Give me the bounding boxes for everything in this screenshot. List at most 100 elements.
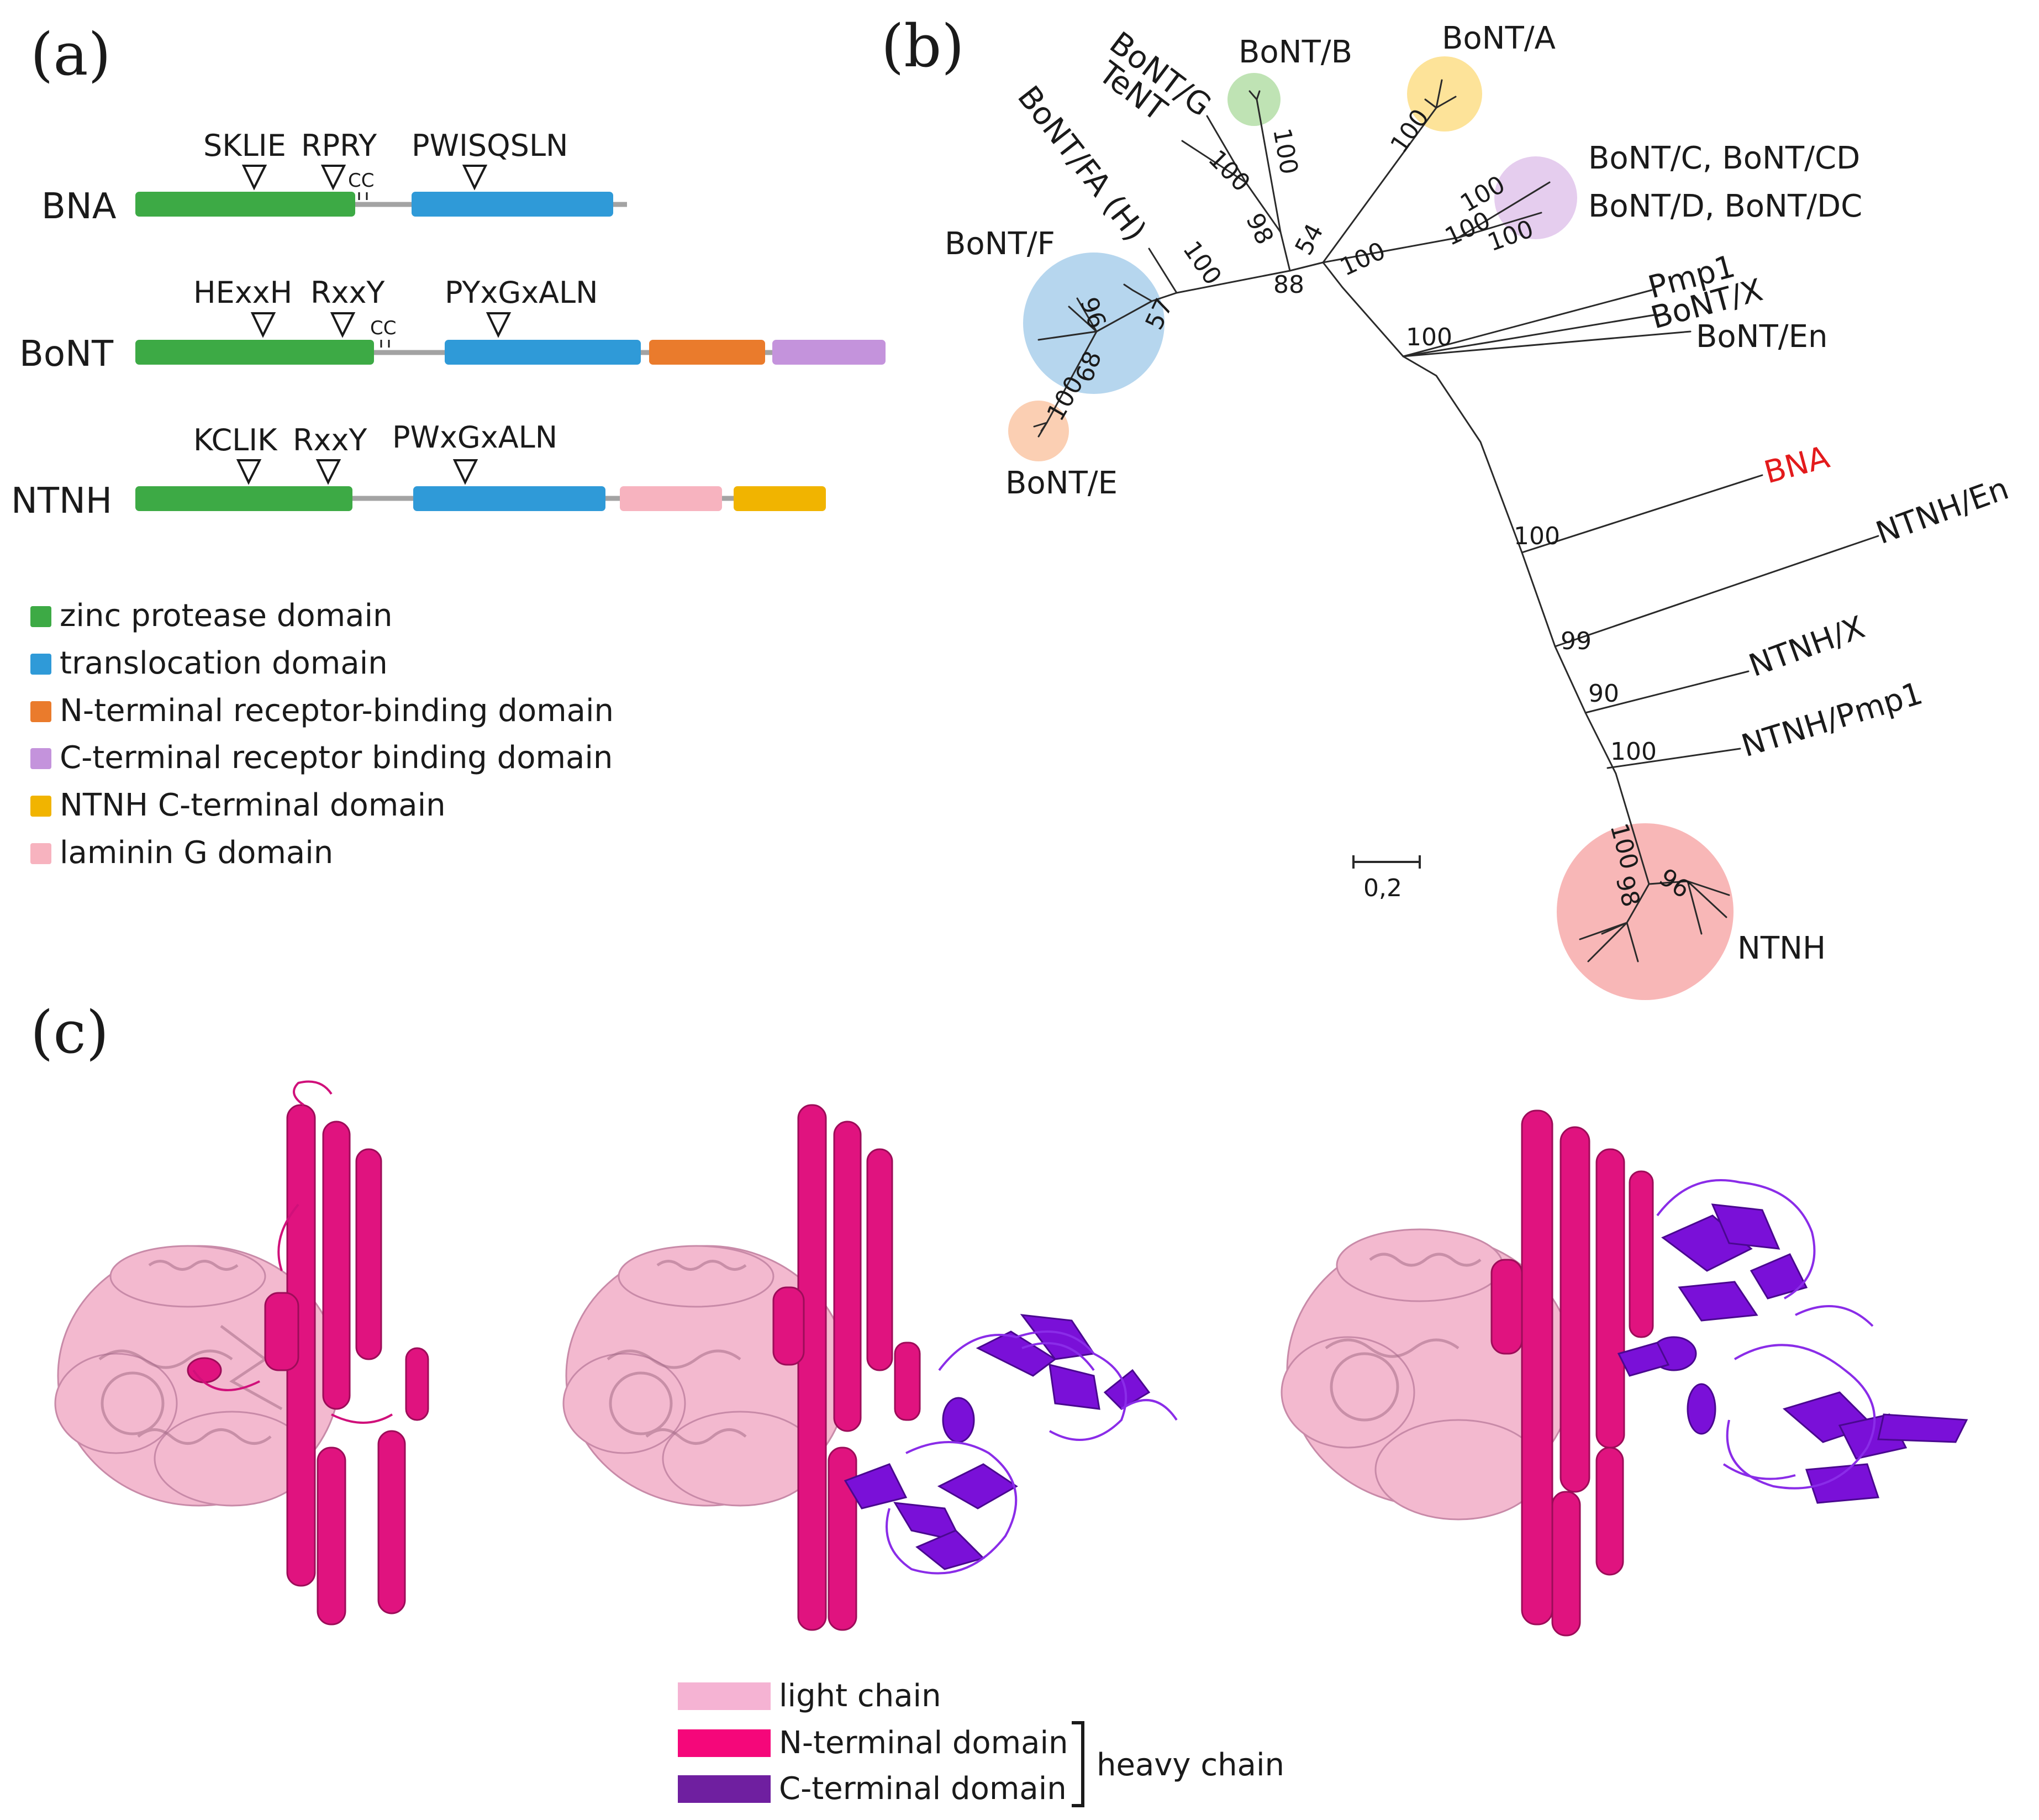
light-chain-ribbon: [1281, 1228, 1576, 1521]
clade-label-bna: BNA: [1761, 439, 1833, 491]
scale-bar: 0,2: [1352, 855, 1421, 902]
branch: [1033, 422, 1048, 438]
branch: [1402, 289, 1653, 357]
branch: [1402, 314, 1656, 357]
structure-legend: light chain N-terminal domain C-terminal…: [678, 1678, 1284, 1807]
legend-label: N-terminal domain: [779, 1725, 1068, 1761]
branch: [1095, 300, 1153, 333]
legend-swatch-light-chain: [678, 1682, 771, 1710]
panel-a-letter: (a): [30, 20, 111, 88]
phylogenetic-tree: [1033, 79, 1879, 962]
clade-circle-ntnh: [1557, 823, 1734, 1000]
support-value: 100: [1514, 522, 1560, 550]
branch: [1123, 283, 1153, 302]
bna-cc-label: CC: [348, 170, 374, 192]
branch: [1279, 231, 1291, 272]
bont-marker-3: PYxGxALN: [445, 275, 598, 310]
panel-a: (a) BNA SKLIE RPRY CC PWISQSLN BoNT HExx: [11, 20, 886, 871]
legend-label: laminin G domain: [60, 835, 333, 871]
clade-label-ntnh-pmp1: NTNH/Pmp1: [1737, 675, 1927, 764]
branch: [1148, 248, 1178, 294]
n-terminal-domain-ribbon: [772, 1104, 921, 1631]
branch: [1322, 107, 1437, 264]
branch: [1289, 261, 1324, 272]
bont-cc-label: CC: [370, 317, 396, 339]
support-value: 98: [1240, 209, 1279, 249]
c-terminal-domain-ribbon: [1617, 1203, 1968, 1504]
legend-label: C-terminal receptor binding domain: [60, 740, 613, 776]
protein-structure-model-2: [562, 1104, 1178, 1631]
legend-label: translocation domain: [60, 645, 388, 681]
clade-label-ntnh: NTNH: [1737, 930, 1826, 966]
branch: [1606, 748, 1741, 769]
legend-swatch-c-terminal-receptor: [30, 748, 51, 769]
legend-label: zinc protease domain: [60, 598, 393, 634]
bna-marker-3: PWISQSLN: [412, 128, 568, 163]
ntnh-marker-2: RxxY: [293, 423, 367, 457]
bont-label: BoNT: [19, 334, 114, 375]
branch: [1248, 90, 1261, 101]
branch: [1037, 297, 1098, 341]
light-chain-helices: [1325, 1253, 1482, 1422]
ntnh-laminin-g-domain: [620, 486, 722, 511]
legend-item: translocation domain: [30, 645, 388, 681]
ntnh-marker-2-triangle: [315, 459, 341, 485]
branch: [1424, 79, 1457, 109]
support-value: 100: [1484, 215, 1537, 257]
ntnh-c-terminal-domain: [734, 486, 826, 511]
bont-marker-2-triangle: [330, 312, 356, 338]
clade-circle-bont-a: [1407, 56, 1482, 131]
clade-label-bont-f: BoNT/F: [945, 226, 1055, 262]
legend-swatch-c-terminal-domain: [678, 1775, 771, 1803]
branch: [1206, 115, 1247, 183]
ntnh-marker-3: PWxGxALN: [392, 420, 557, 455]
branch: [1615, 772, 1650, 885]
clade-circle-bont-cd: [1494, 156, 1577, 239]
panel-c-letter: (c): [30, 998, 109, 1066]
ntnh-marker-3-triangle: [452, 459, 478, 485]
clade-label-ntnh-en: NTNH/En: [1872, 471, 2014, 552]
legend-item: NTNH C-terminal domain: [30, 787, 446, 823]
heavy-chain-bracket: [1072, 1721, 1084, 1807]
legend-swatch-n-terminal-receptor: [30, 701, 51, 722]
support-value: 100: [1267, 126, 1303, 177]
protein-structure-model-3: [1281, 1109, 1968, 1637]
clade-label-bont-a: BoNT/A: [1442, 20, 1556, 56]
branch: [1181, 140, 1247, 183]
legend-item: light chain: [678, 1678, 941, 1714]
legend-label: NTNH C-terminal domain: [60, 787, 446, 823]
clade-label-bont-e: BoNT/E: [1005, 465, 1118, 501]
support-value: 100: [1610, 738, 1657, 766]
clade-label-bont-c: BoNT/C, BoNT/CD: [1588, 140, 1860, 176]
panel-c: (c): [30, 998, 1968, 1807]
support-value: 100: [1406, 323, 1452, 351]
support-value: 100: [1336, 236, 1390, 282]
bna-marker-1-triangle: [241, 165, 267, 191]
legend-label: C-terminal domain: [779, 1771, 1067, 1807]
bna-domain-map: BNA SKLIE RPRY CC PWISQSLN: [41, 128, 627, 227]
legend-label: light chain: [779, 1678, 941, 1714]
support-value: 88: [1273, 271, 1304, 299]
bont-domain-map: BoNT HExxH RxxY CC PYxGxALN: [19, 275, 886, 375]
branch: [1322, 236, 1460, 264]
branch: [1341, 286, 1404, 357]
ntnh-label: NTNH: [11, 481, 112, 522]
bont-translocation-domain: [445, 340, 641, 365]
domain-legend: zinc protease domain translocation domai…: [30, 598, 614, 871]
light-chain-helices: [98, 1260, 283, 1445]
legend-swatch-translocation: [30, 654, 51, 675]
clade-label-bont-d: BoNT/D, BoNT/DC: [1588, 188, 1862, 224]
n-terminal-domain-ribbon: [1490, 1109, 1654, 1637]
branch: [1402, 330, 1692, 357]
scale-bar-label: 0,2: [1363, 874, 1402, 902]
clade-label-bont-b: BoNT/B: [1239, 34, 1352, 70]
branch: [1554, 535, 1879, 648]
bont-n-terminal-receptor-binding-domain: [649, 340, 765, 365]
ntnh-translocation-domain: [413, 486, 605, 511]
n-terminal-domain-ribbon: [187, 1104, 429, 1626]
c-terminal-domain-loops: [886, 1330, 1178, 1575]
bna-marker-1: SKLIE: [203, 128, 286, 163]
branch: [1579, 883, 1650, 962]
clade-circle-bont-b: [1227, 73, 1281, 126]
